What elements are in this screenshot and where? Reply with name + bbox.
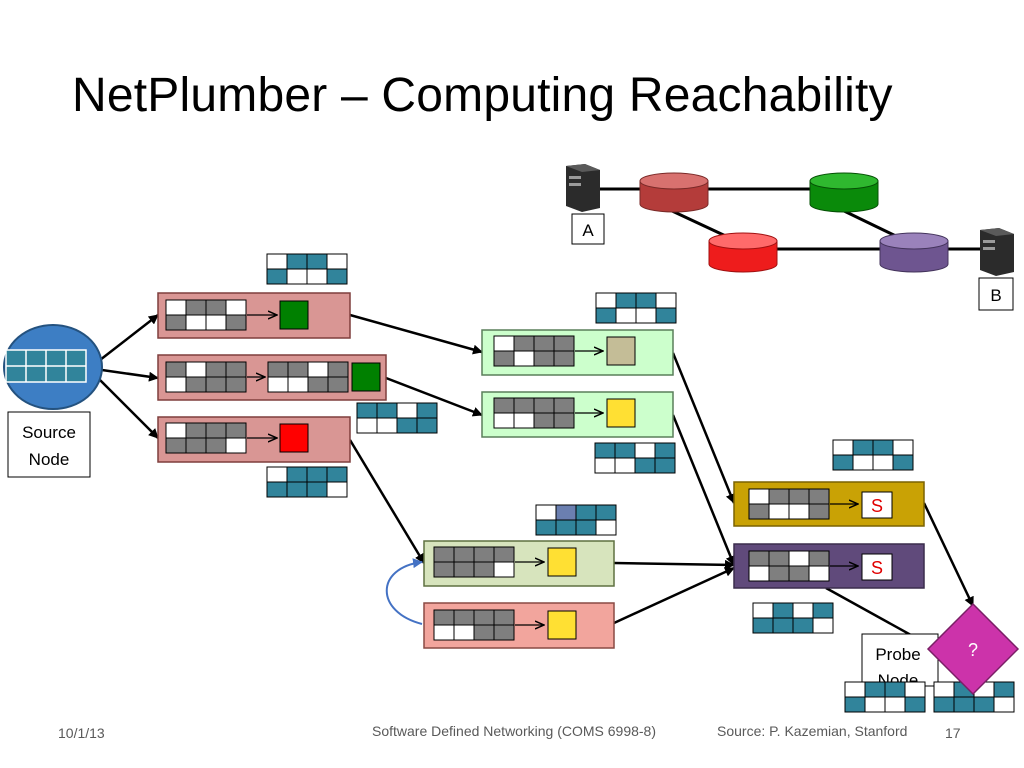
probe-label-line1: Probe [875,645,920,664]
flow-block-2 [356,402,438,434]
edge-source-to-rule1 [99,314,159,361]
sink-label: S [871,558,883,578]
rule-node-6 [423,540,615,587]
probe-symbol: ? [968,640,978,660]
edge-rule5-to-rule9 [671,414,736,566]
server-icon-a [566,164,600,212]
host-a-label: A [582,221,594,240]
sink-box [861,553,893,581]
action-square-green [279,300,309,330]
rule-node-5 [481,391,674,438]
rule-node-4 [481,329,674,376]
edge-rule8-to-probe [922,502,975,607]
router-4 [879,232,949,273]
footer-course: Software Defined Networking (COMS 6998-8… [372,723,657,739]
edge-source-to-rule3 [99,379,159,439]
flow-block-1 [266,253,348,285]
action-square-yellow [606,398,636,428]
flow-block-7 [832,439,914,471]
server-icon-b [980,228,1014,276]
router-2 [708,232,778,273]
rule-node-7 [423,602,615,649]
host-b-label-box [978,277,1014,311]
edge-rule1-to-rule4 [349,313,483,355]
action-square-green [351,362,381,392]
footer-source: Source: P. Kazemian, Stanford [717,723,908,739]
footer-date: 10/1/13 [58,725,105,741]
rule-node-1 [157,292,351,339]
source-node [3,324,103,410]
source-label-line1: Source [22,423,76,442]
edge-rule4-to-rule8 [671,352,736,504]
rule-node-8: S [733,481,925,527]
topology-links [598,187,985,251]
action-square-tan [606,336,636,366]
rule-node-3 [157,416,351,463]
router-1 [639,172,709,213]
flow-block-4 [595,292,677,324]
host-a-label-box [571,213,605,245]
network-topology: A B [566,164,1014,311]
host-b-label: B [990,286,1001,305]
source-label-box [7,411,91,478]
edge-rule2-to-rule5 [385,376,483,417]
flow-block-6 [535,504,617,536]
flow-block-5 [594,442,676,474]
rule-node-9: S [733,543,925,589]
router-3 [809,172,879,213]
flow-block-3 [266,466,348,498]
flow-block-8 [752,602,834,634]
action-square-yellow [547,610,577,640]
sink-label: S [871,496,883,516]
edge-rule7-to-rule9 [613,566,735,625]
action-square-red [279,423,309,453]
probe-label-box [861,633,939,687]
source-label-line2: Node [29,450,70,469]
action-square-yellow [547,547,577,577]
edge-rule3-to-rule6 [348,439,426,564]
flow-block-9 [844,681,926,713]
slide-title: NetPlumber – Computing Reachability [72,69,893,122]
probe-node: ? [926,602,1020,696]
edge-source-to-rule2 [101,368,159,382]
edge-rule7-to-rule6-loop [385,558,423,625]
sink-box [861,491,893,519]
footer-page-number: 17 [945,725,961,741]
edge-rule6-to-rule9 [613,559,735,570]
rule-node-2 [157,354,387,401]
